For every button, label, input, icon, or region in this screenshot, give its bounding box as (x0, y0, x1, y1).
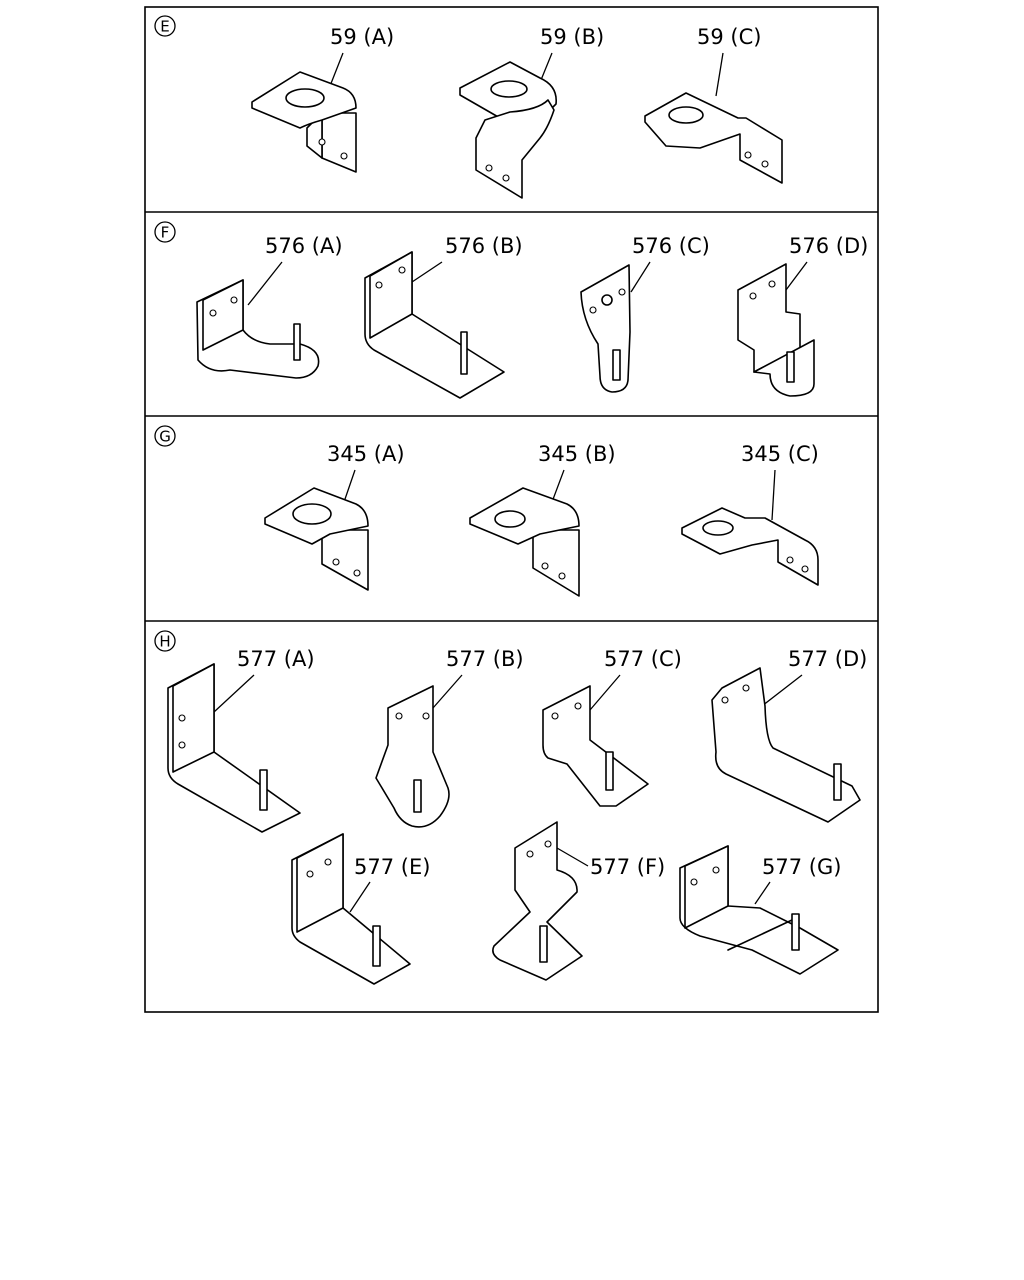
part-345-c: 345 (C) (681, 442, 819, 586)
part-576-b: 576 (B) (364, 234, 523, 399)
section-f: F 576 (A) 576 (B) (154, 221, 868, 399)
part-577-c: 577 (C) (542, 647, 682, 807)
part-577-g: 577 (G) (679, 845, 841, 975)
part-label: 577 (C) (604, 647, 682, 671)
section-marker-e: E (154, 15, 176, 37)
part-label: 577 (D) (788, 647, 867, 671)
part-label: 577 (F) (590, 855, 665, 879)
part-576-c: 576 (C) (580, 234, 710, 393)
part-577-f: 577 (F) (492, 821, 665, 981)
svg-text:G: G (159, 428, 171, 446)
section-marker-h: H (154, 630, 176, 652)
part-576-d: 576 (D) (737, 234, 868, 397)
part-label: 577 (E) (354, 855, 430, 879)
part-577-e: 577 (E) (291, 833, 430, 985)
section-h: H 577 (A) 577 (B) (154, 630, 867, 985)
part-label: 59 (A) (330, 25, 394, 49)
svg-text:F: F (161, 224, 170, 242)
diagram-frame (144, 6, 879, 1013)
part-label: 577 (B) (446, 647, 524, 671)
svg-text:E: E (160, 18, 169, 36)
part-576-a: 576 (A) (196, 234, 343, 379)
part-label: 576 (B) (445, 234, 523, 258)
part-label: 576 (A) (265, 234, 343, 258)
section-marker-f: F (154, 221, 176, 243)
part-label: 577 (A) (237, 647, 315, 671)
part-label: 59 (C) (697, 25, 761, 49)
part-label: 345 (B) (538, 442, 616, 466)
part-label: 345 (C) (741, 442, 819, 466)
section-marker-g: G (154, 425, 176, 447)
part-label: 576 (D) (789, 234, 868, 258)
part-345-a: 345 (A) (264, 442, 405, 591)
part-59-a: 59 (A) (251, 25, 394, 173)
part-label: 59 (B) (540, 25, 604, 49)
part-577-b: 577 (B) (375, 647, 524, 828)
part-59-c: 59 (C) (644, 25, 783, 184)
part-577-d: 577 (D) (711, 647, 867, 823)
part-345-b: 345 (B) (469, 442, 616, 597)
part-59-b: 59 (B) (459, 25, 604, 199)
part-577-a: 577 (A) (167, 647, 315, 833)
part-label: 577 (G) (762, 855, 841, 879)
section-e: E 59 (A) 59 (B) (154, 15, 783, 199)
part-label: 576 (C) (632, 234, 710, 258)
section-g: G 345 (A) 345 (B) (154, 425, 819, 597)
svg-text:H: H (159, 633, 170, 651)
part-label: 345 (A) (327, 442, 405, 466)
